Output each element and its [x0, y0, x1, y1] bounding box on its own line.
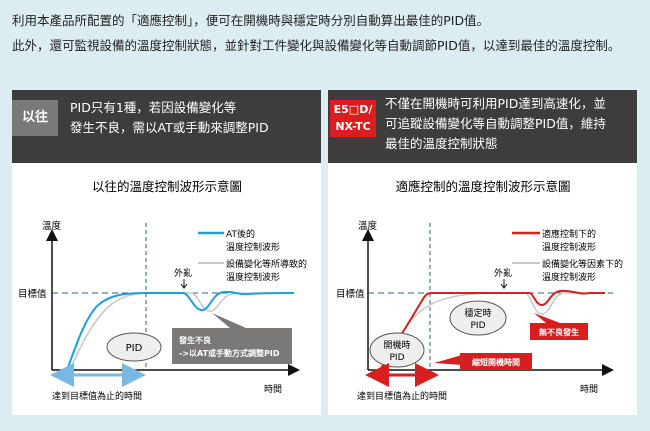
conventional-header: 以往 PID只有1種，若因設備變化等 發生不良，需以AT或手動來調整PID [12, 90, 321, 163]
adaptive-header: E5□D/ NX-TC 不僅在開機時可利用PID達到高速化，並 可追蹤設備變化等… [328, 90, 637, 163]
stable-pid-label: PID [470, 321, 485, 331]
target-label: 目標值 [336, 288, 365, 300]
y-axis-label: 溫度 [42, 220, 62, 232]
x-axis-label: 時間 [580, 384, 598, 395]
conventional-chart: 以往的溫度控制波形示意圖 溫度 目標值 AT後的 溫度控制波形 設備變化等所導致… [18, 179, 307, 402]
pid-label: PID [126, 343, 143, 354]
disturbance-label: 外亂 [174, 267, 192, 279]
callout-text: ->以AT或手動方式調整PID [179, 348, 280, 358]
legend-text: AT後的 [226, 228, 255, 240]
legend-text: 適應控制下的 [542, 228, 596, 240]
conventional-header-text: PID只有1種，若因設備變化等 發生不良，需以AT或手動來調整PID [70, 98, 269, 138]
time-to-target-label: 達到目標值為止的時間 [357, 390, 447, 402]
intro-line-2: 此外，還可監視設備的溫度控制狀態，並針對工件變化與設備變化等自動調節PID值，以… [12, 38, 621, 53]
header-line: 可追蹤設備變化等自動調整PID值，維持 [385, 116, 606, 131]
time-to-target-label: 達到目標值為止的時間 [52, 390, 142, 402]
startup-pid-label: 開機時 [383, 339, 410, 351]
legend-text: 溫度控制波形 [542, 271, 596, 283]
intro-line-1: 利用本產品所配置的「適應控制」，便可在開機時與穩定時分別自動算出最佳的PID值。 [12, 13, 490, 28]
callout-box [172, 328, 292, 364]
header-line: 不僅在開機時可利用PID達到高速化，並 [385, 96, 606, 111]
header-line: 最佳的溫度控制狀態 [385, 136, 498, 151]
legend-text: 設備變化等因素下的 [542, 258, 623, 270]
legend-text: 溫度控制波形 [542, 241, 596, 253]
conventional-badge: 以往 [12, 100, 58, 136]
chart-title: 以往的溫度控制波形示意圖 [92, 179, 242, 194]
legend-text: 溫度控制波形 [226, 271, 280, 283]
header-line: PID只有1種，若因設備變化等 [70, 100, 237, 115]
adaptive-chart: 適應控制的溫度控制波形示意圖 溫度 目標值 適應控制下的 溫度控制波形 設備變化… [336, 179, 623, 402]
pid-ellipse [106, 332, 162, 362]
badge-line: NX-TC [335, 120, 371, 133]
product-badge: E5□D/ NX-TC [330, 100, 376, 137]
intro-text: 利用本產品所配置的「適應控制」，便可在開機時與穩定時分別自動算出最佳的PID值。… [12, 8, 642, 58]
red-waveform [379, 289, 605, 371]
disturbance-arrow-icon [500, 279, 508, 289]
callout-text: 發生不良 [178, 335, 211, 345]
badge-line: E5□D/ [333, 103, 373, 116]
gray-waveform [382, 292, 605, 371]
blue-waveform [66, 290, 295, 371]
legend-text: 溫度控制波形 [226, 241, 280, 253]
header-line: 發生不良，需以AT或手動來調整PID [70, 120, 269, 135]
callout-text: 無不良發生 [539, 327, 579, 337]
stable-pid-ellipse [449, 300, 507, 336]
adaptive-panel: E5□D/ NX-TC 不僅在開機時可利用PID達到高速化，並 可追蹤設備變化等… [328, 90, 637, 415]
adaptive-header-text: 不僅在開機時可利用PID達到高速化，並 可追蹤設備變化等自動調整PID值，維持 … [385, 94, 606, 154]
gray-waveform [69, 292, 295, 371]
shorten-startup-callout [460, 353, 532, 370]
target-label: 目標值 [18, 288, 47, 300]
disturbance-arrow-icon [180, 279, 188, 289]
disturbance-label: 外亂 [494, 267, 512, 279]
no-defect-callout [530, 323, 588, 340]
startup-pid-label: PID [389, 353, 404, 363]
chart-title: 適應控制的溫度控制波形示意圖 [395, 179, 570, 194]
x-axis-label: 時間 [264, 384, 282, 395]
callout-pointer [534, 313, 560, 323]
conventional-panel: 以往 PID只有1種，若因設備變化等 發生不良，需以AT或手動來調整PID 以往… [12, 90, 321, 415]
stable-pid-label: 穩定時 [464, 307, 491, 319]
callout-text: 縮短開機時間 [472, 357, 520, 367]
legend-text: 設備變化等所導致的 [226, 258, 307, 270]
y-axis-label: 溫度 [358, 220, 378, 232]
callout-pointer [212, 313, 246, 328]
callout-pointer [434, 355, 462, 365]
